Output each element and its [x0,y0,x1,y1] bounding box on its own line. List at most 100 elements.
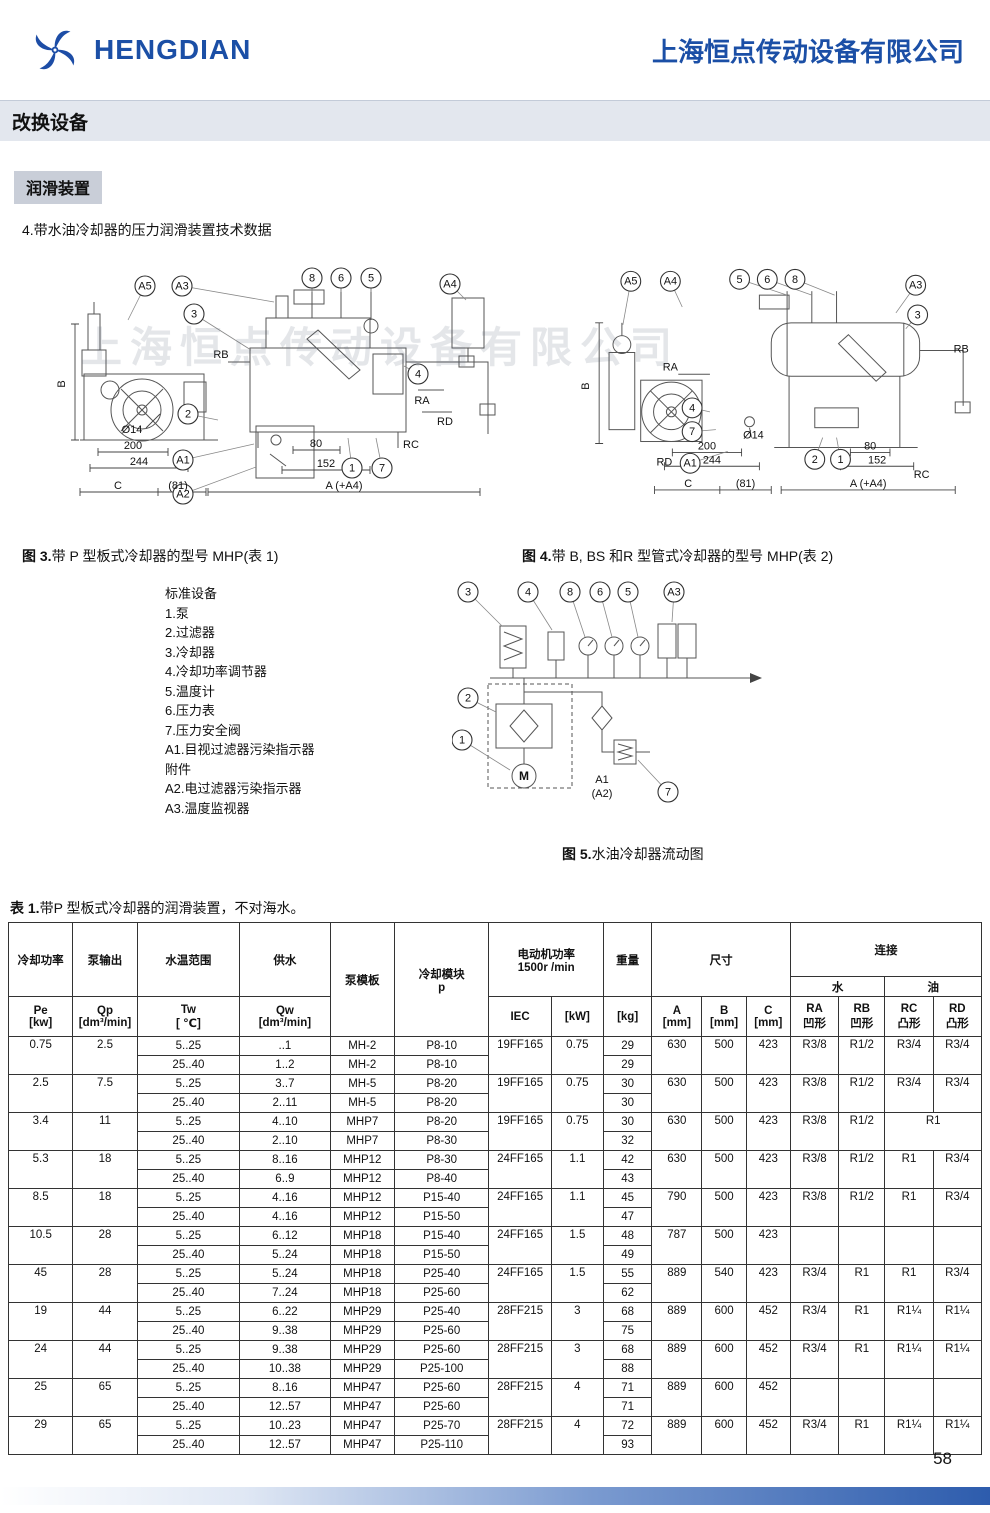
cell-tw: 5..25 [136,1416,241,1436]
callout-A5: A5 [620,270,642,325]
callout-A4: A4 [439,273,467,301]
callout-4: 4 [681,397,711,419]
label-80: 80 [310,438,322,450]
figure-captions-row: 图 3.带 P 型板式冷却器的型号 MHP(表 1) 图 4.带 B, BS 和… [0,546,990,566]
callout-7: 7 [637,759,679,803]
cell-pe: 29 [7,1416,74,1455]
cell-iec: 24FF165 [488,1188,552,1227]
pe-unit: [kw] [29,1016,53,1029]
cell-dim-a: 630 [651,1150,703,1189]
col-cooling-power: 冷却功率 [7,922,74,997]
col-pe: Pe[kw] [7,996,74,1037]
figure3-caption-text: 带 P 型板式冷却器的型号 MHP(表 1) [51,548,279,564]
intro-text: 4.带水油冷却器的压力润滑装置技术数据 [22,222,272,238]
col-connection: 连接 [789,922,983,977]
svg-text:5: 5 [368,273,374,285]
rb-type: 凹形 [850,1017,874,1030]
cell-qw: 4..16 [239,1188,331,1208]
legend-title: 标准设备 [165,586,218,601]
cell-ra [789,1378,840,1417]
cell-iec: 24FF165 [488,1150,552,1189]
dim-b-symbol: B [719,1004,729,1017]
dim-a-symbol: A [672,1004,682,1017]
cell-ra: R3/8 [789,1150,840,1189]
cell-dim-c: 423 [745,1264,791,1303]
col-cooling-module-sub: p [438,981,446,994]
cell-qw: 12..57 [239,1397,331,1417]
cell-dim-c: 452 [745,1340,791,1379]
cell-kg: 47 [602,1207,653,1227]
cell-qw: 8..16 [239,1378,331,1398]
callout-6: 6 [589,581,613,638]
cell-kg: 71 [602,1397,653,1417]
cell-tw: 25..40 [136,1321,241,1341]
legend-item: 2.过滤器 [165,625,215,640]
cell-dim-c: 452 [745,1302,791,1341]
page-header: HENGDIAN 上海恒点传动设备有限公司 [0,0,990,100]
cell-tw: 25..40 [136,1359,241,1379]
svg-text:A4: A4 [664,276,677,288]
cell-pump-module: MHP18 [329,1245,395,1265]
cell-iec: 19FF165 [488,1036,552,1075]
cell-pump-module: MHP29 [329,1359,395,1379]
cell-dim-a: 889 [651,1264,703,1303]
col-qw: Qw[dm³/min] [239,996,331,1037]
svg-text:3: 3 [465,587,471,599]
svg-text:7: 7 [689,426,695,438]
label-RC: RC [914,469,930,481]
cell-kg: 68 [602,1302,653,1322]
company-name: 上海恒点传动设备有限公司 [651,36,964,67]
label-Ø14: Ø14 [122,424,143,436]
cell-pe: 24 [7,1340,74,1379]
callout-A3: A3 [895,274,927,314]
col-supply: 供水 [239,922,331,997]
svg-text:5: 5 [737,274,743,286]
cell-kg: 72 [602,1416,653,1436]
cell-tw: 5..25 [136,1188,241,1208]
cell-pump-module: MHP47 [329,1416,395,1436]
label-152: 152 [868,454,886,466]
cell-tw: 25..40 [136,1169,241,1189]
cell-cooling-module: P15-50 [393,1245,490,1265]
svg-text:3: 3 [191,309,197,321]
cell-rc: R1 [884,1264,934,1303]
cell-rd [932,1378,983,1417]
svg-text:2: 2 [812,454,818,466]
svg-text:A2: A2 [176,489,189,501]
cell-dim-b: 500 [701,1226,747,1265]
cell-kg: 42 [602,1150,653,1170]
cell-cooling-module: P25-60 [393,1378,490,1398]
legend-item: A1.目视过滤器污染指示器 [165,742,315,757]
svg-text:4: 4 [525,587,531,599]
qp-symbol: Qp [97,1004,113,1017]
label-B: B [56,380,68,387]
col-cooling-module-label: 冷却模块 [418,968,465,981]
callout-4: 4 [403,363,429,385]
cell-dim-a: 889 [651,1378,703,1417]
callout-A3: A3 [171,275,275,303]
svg-text:A3: A3 [175,281,188,293]
svg-text:6: 6 [597,587,603,599]
callout-2: 2 [804,437,826,470]
callout-1: 1 [341,437,363,479]
cell-cooling-module: P25-70 [393,1416,490,1436]
cell-cooling-module: P8-20 [393,1074,490,1094]
legend-item: A2.电过滤器污染指示器 [165,781,302,796]
label-RB: RB [954,344,969,356]
cell-tw: 5..25 [136,1378,241,1398]
cell-qw: 6..12 [239,1226,331,1246]
qw-unit: [dm³/min] [258,1016,312,1029]
cell-cooling-module: P25-60 [393,1321,490,1341]
callout-A1: A1 [172,443,255,471]
cell-rb [838,1226,886,1265]
svg-text:A3: A3 [909,280,922,292]
cell-pe: 8.5 [7,1188,74,1227]
cell-kg: 88 [602,1359,653,1379]
tw-symbol: Tw [180,1003,196,1016]
cell-tw: 25..40 [136,1283,241,1303]
